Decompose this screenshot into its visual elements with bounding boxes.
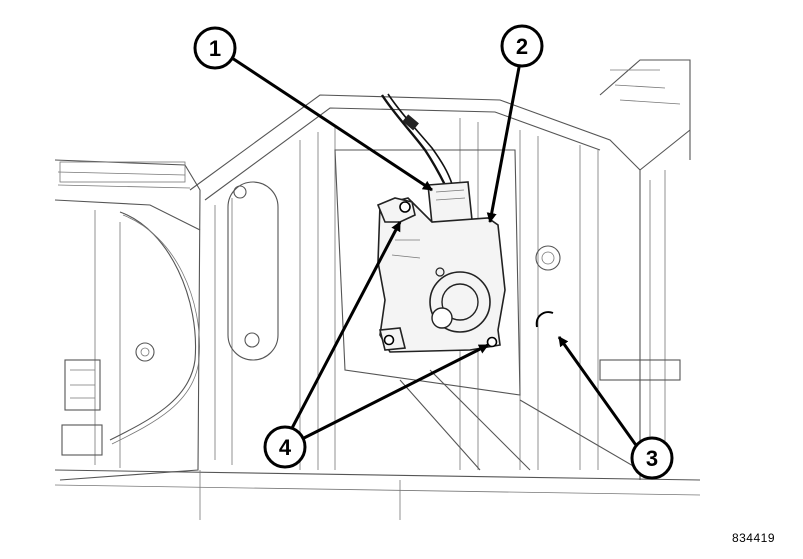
callout-4-number: 4: [279, 435, 292, 460]
leader-4b: [299, 343, 489, 442]
leader-2: [486, 61, 522, 223]
callout-1: 1: [193, 26, 237, 70]
figure-id: 834419: [731, 531, 775, 545]
actuator-assembly: [376, 93, 506, 353]
callout-2-number: 2: [516, 34, 528, 59]
callout-1-number: 1: [209, 36, 221, 61]
callout-4: 4: [263, 425, 307, 469]
callout-3-number: 3: [646, 446, 658, 471]
service-port-curl: [535, 311, 554, 328]
hvac-housing-background: [54, 59, 701, 520]
callout-3: 3: [630, 436, 674, 480]
callout-2: 2: [500, 24, 544, 68]
leader-1: [231, 56, 433, 192]
leader-lines: [231, 56, 640, 449]
leader-4a: [288, 221, 402, 433]
leader-3: [557, 336, 640, 449]
